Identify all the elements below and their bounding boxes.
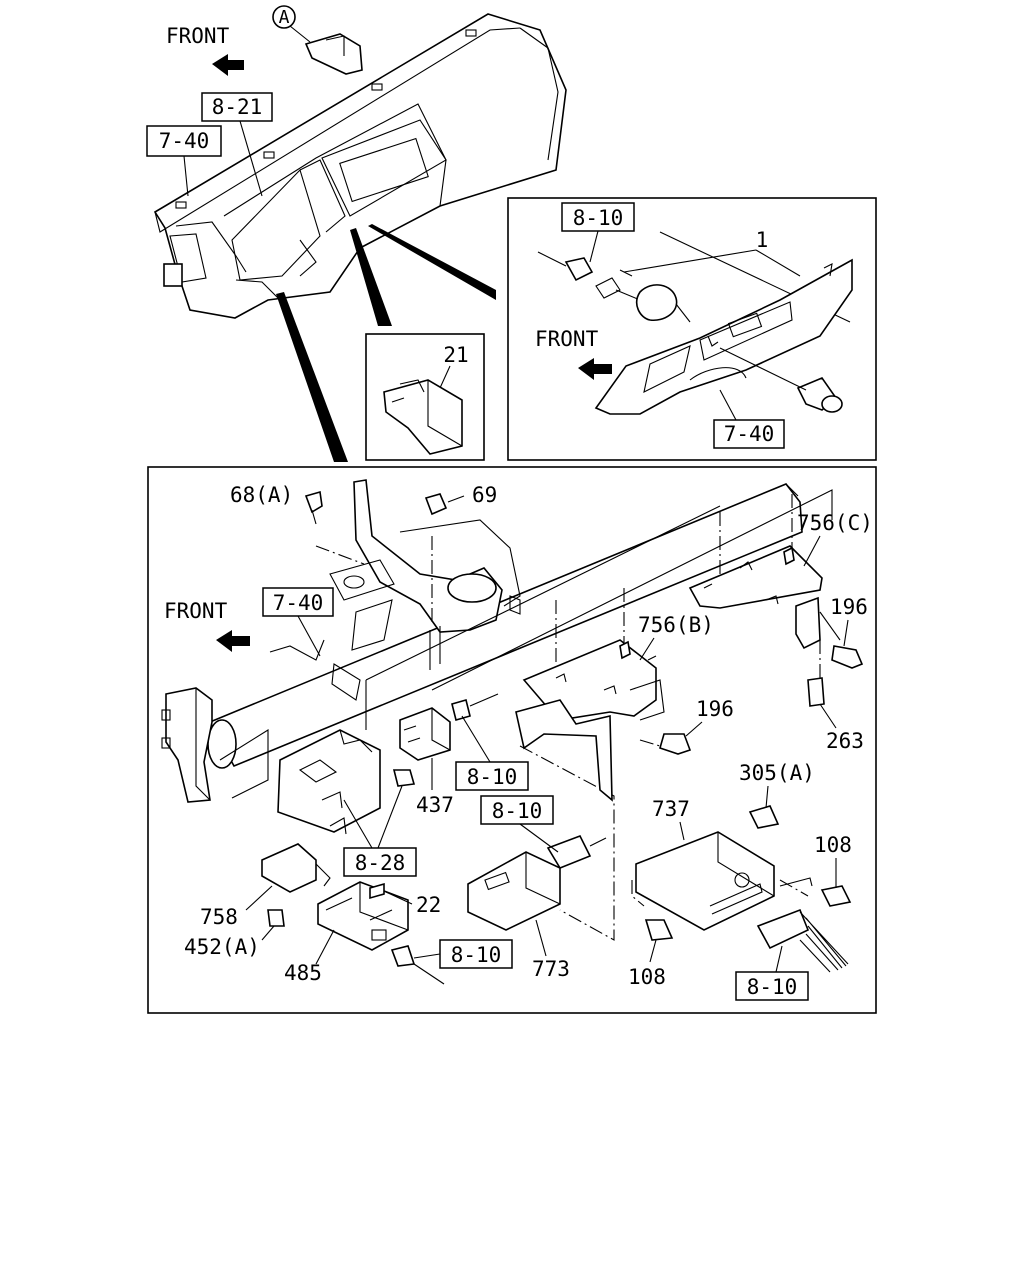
part-485-label: 485 [284,961,322,985]
part-108-right-label: 108 [814,833,852,857]
front-label-main: FRONT [164,599,228,623]
switch-cylinder [635,284,678,322]
bolt-196-center [659,733,692,755]
inset-relay: 21 [365,333,485,461]
connector-8-10-e [756,908,810,950]
bolt-305a [748,805,780,829]
bolt-452a [267,909,285,927]
module-485 [317,881,409,951]
right-bracket [795,596,821,650]
front-arrow-inset [578,358,612,380]
lower-labels: 68(A) 69 756(C) 196 756(B) 196 263 305(A… [184,483,873,1001]
bolt-108-right [820,885,852,907]
part-22 [369,882,385,900]
part-437-label: 437 [416,793,454,817]
connector-8-10-d [390,945,416,967]
main-frame [147,466,877,1014]
part-756b-label: 756(B) [638,613,714,637]
part-68a-label: 68(A) [230,483,293,507]
ref-8-10-a: 8-10 [467,765,518,789]
bolt-196-right [831,645,864,669]
bolt-263 [807,677,825,707]
connector-8-10-a [451,699,471,721]
leader-band-2 [350,228,392,326]
part-305a-label: 305(A) [739,761,815,785]
part-69-label: 69 [472,483,497,507]
front-arrow-top [212,54,244,76]
bolt-8-28 [392,769,416,787]
front-label-inset: FRONT [535,327,599,351]
ecu-737 [635,831,775,931]
part-452a-label: 452(A) [184,935,260,959]
part-196-right-label: 196 [830,595,868,619]
part-758-label: 758 [200,905,238,929]
leader-band-3 [276,292,348,462]
bolt-68a [304,490,323,514]
inset-frame-small [365,333,485,461]
part-263-label: 263 [826,729,864,753]
cross-member-assembly: FRONT [161,479,864,985]
front-label-top: FRONT [166,24,230,48]
connector-small [564,257,594,282]
part-196-center-label: 196 [696,697,734,721]
part-737-label: 737 [652,797,690,821]
part-22-label: 22 [416,893,441,917]
bolt-108-bottom [644,919,674,941]
ref-8-28: 8-28 [355,851,406,875]
ref-8-10-d: 8-10 [747,975,798,999]
leader-band-1 [368,224,496,300]
ref-8-10-c: 8-10 [451,943,502,967]
module-773 [467,851,561,931]
ref-7-40-main: 7-40 [273,591,324,615]
bracket-758 [261,843,317,893]
ref-7-40-top: 7-40 [159,129,210,153]
switch-panel-bezel [594,258,853,415]
nut-69 [424,493,448,516]
inset-frame-right [507,197,877,461]
left-bracket [165,687,213,803]
part-108-bottom-label: 108 [628,965,666,989]
inset-switch-panel: 8-10 1 FRONT 7-40 [507,197,877,461]
part-756c-label: 756(C) [797,511,873,535]
connector-8-10-b [546,834,592,869]
ref-a-label: A [279,7,290,28]
part-1-label: 1 [756,228,769,252]
ref-8-10-b: 8-10 [492,799,543,823]
part-a-clip [304,33,363,75]
front-arrow-main [216,630,250,652]
part-773-label: 773 [532,957,570,981]
ref-7-40-inset: 7-40 [724,422,775,446]
ref-8-21: 8-21 [212,95,263,119]
part-21-label: 21 [443,343,468,367]
ref-8-10-inset: 8-10 [573,206,624,230]
dashboard-overview: A FRONT 8-21 7-40 [146,5,567,462]
ref-circle-a [272,5,296,29]
relay-437 [399,707,451,761]
